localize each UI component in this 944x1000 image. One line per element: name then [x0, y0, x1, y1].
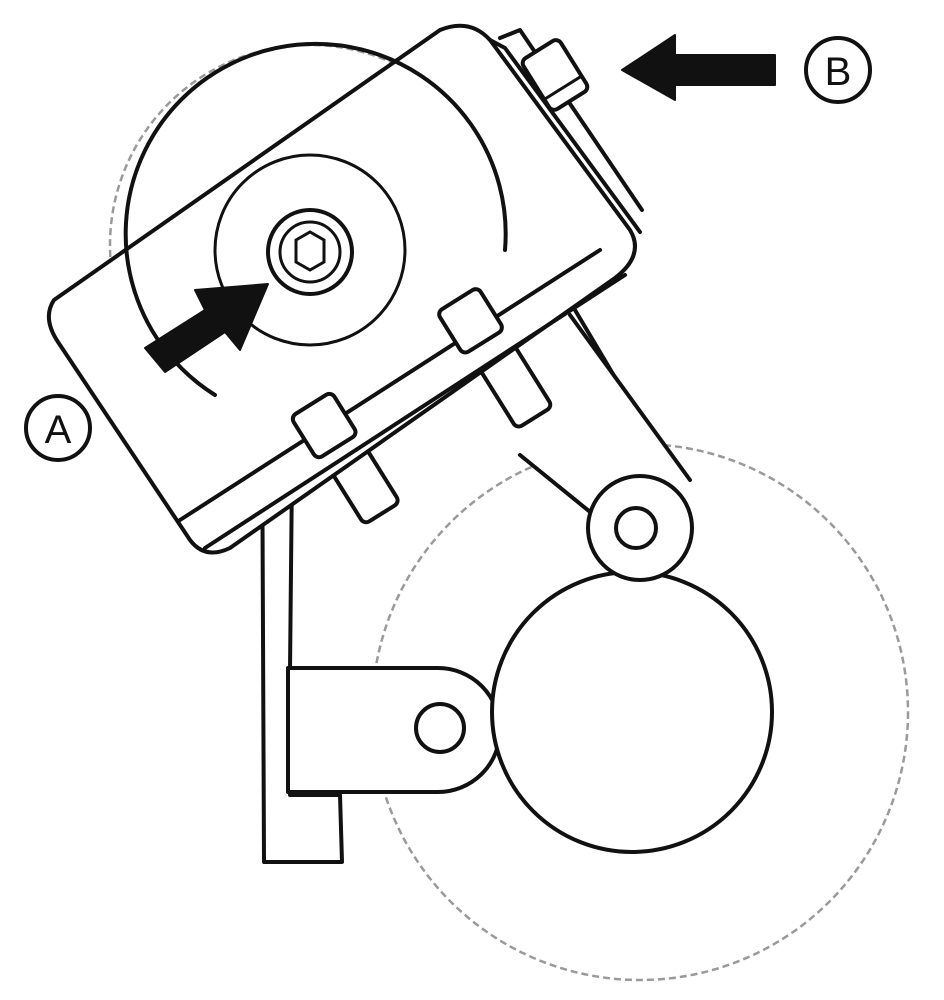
adjust-nut-inner [278, 220, 342, 284]
arrow-b [621, 34, 776, 101]
callout-b-label: B [825, 50, 852, 94]
rod-edge-right [568, 313, 692, 482]
adjust-nut-hex [294, 230, 326, 272]
callout-a: A [24, 394, 92, 462]
bracket-bolt-right [437, 287, 504, 355]
arrow-to-nut [144, 283, 269, 373]
top-bolt [520, 38, 590, 112]
mid-pulley [213, 153, 407, 347]
horizontal-arm [286, 666, 502, 794]
bracket-bolt-left [290, 391, 358, 460]
motor-wheel [490, 570, 774, 854]
callout-a-label: A [45, 408, 72, 452]
inner-pulley-arc [123, 41, 508, 397]
idler-pulley-hub [614, 506, 658, 550]
rod-edge-left [518, 453, 602, 522]
arm-pivot [414, 702, 466, 754]
callout-b: B [804, 36, 872, 104]
